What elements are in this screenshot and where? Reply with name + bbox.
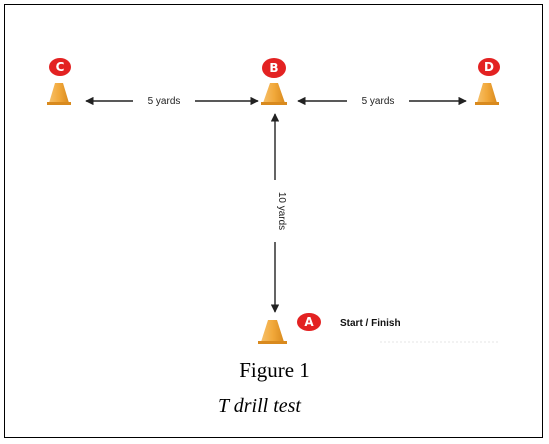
distance-label-bd: 5 yards <box>362 96 395 107</box>
marker-a: A <box>297 313 321 331</box>
cone-a <box>258 320 287 344</box>
arrow-c-b <box>85 93 259 107</box>
arrow-a-b <box>268 113 282 313</box>
marker-b-label: B <box>269 61 278 75</box>
start-finish-label: Start / Finish <box>340 318 401 329</box>
figure-title: Figure 1 <box>239 358 310 382</box>
cone-c <box>47 83 71 105</box>
figure-frame <box>4 4 543 438</box>
marker-b: B <box>262 58 286 78</box>
marker-c-label: C <box>56 60 65 74</box>
marker-d: D <box>478 58 500 76</box>
cone-b <box>261 83 287 105</box>
distance-label-ab: 10 yards <box>276 192 287 230</box>
distance-label-cb: 5 yards <box>148 96 181 107</box>
figure-subtitle: T drill test <box>218 395 301 417</box>
arrow-b-d <box>297 93 467 107</box>
marker-a-label: A <box>304 315 314 329</box>
marker-c: C <box>49 58 71 76</box>
marker-d-label: D <box>484 60 494 74</box>
cone-d <box>475 83 499 105</box>
